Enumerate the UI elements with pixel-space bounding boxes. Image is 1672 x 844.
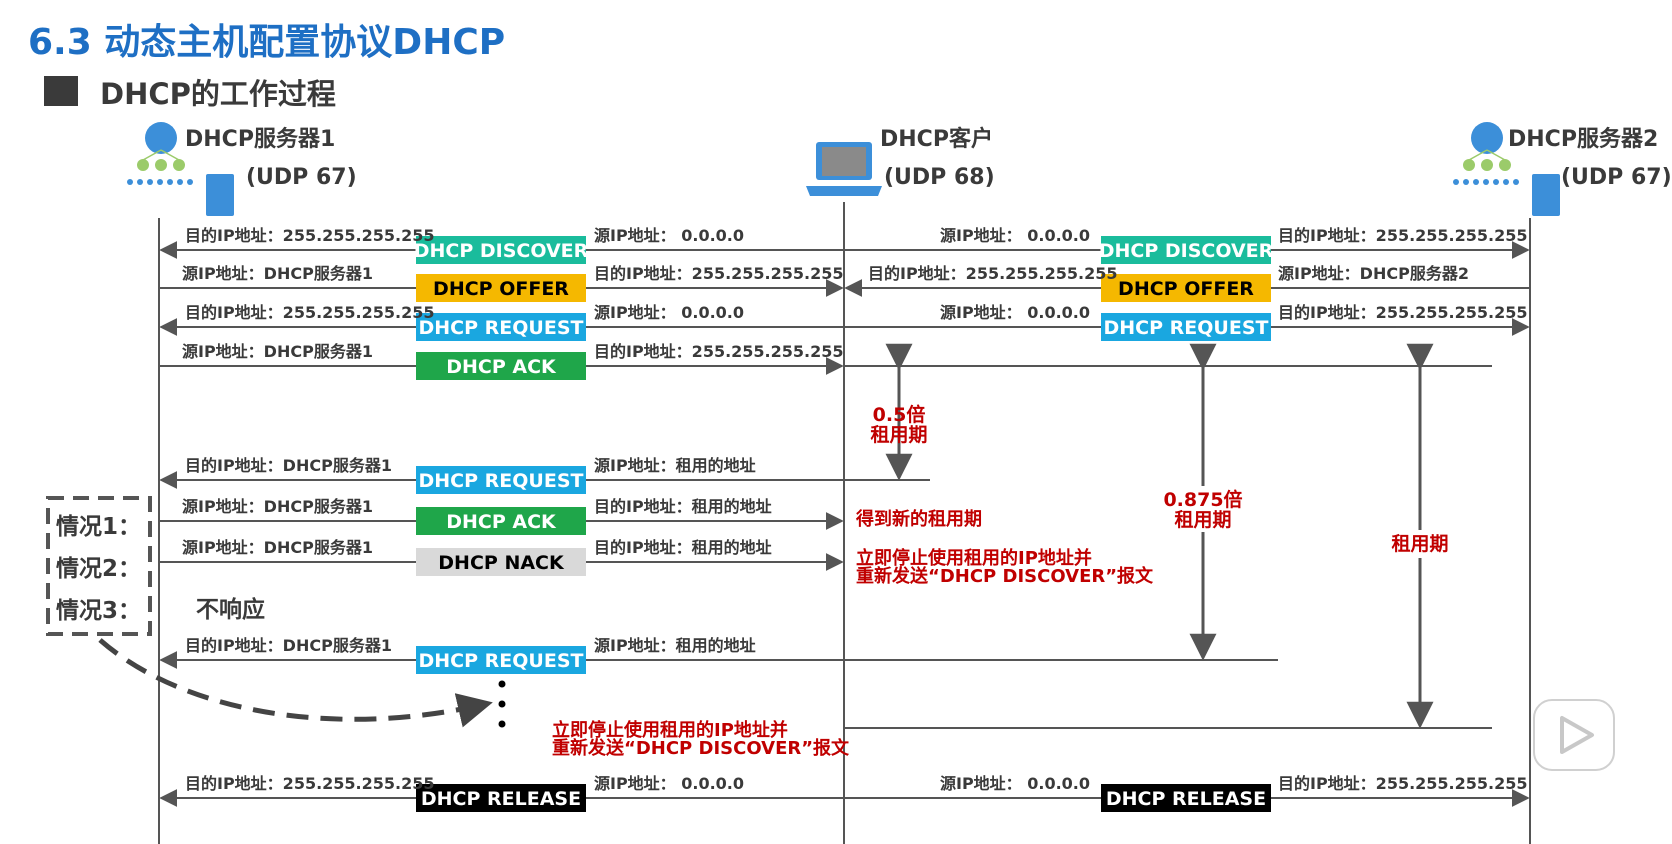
rebind-request-label: DHCP REQUEST (419, 650, 584, 672)
addr-text: 目的IP地址：255.255.255.255 (1278, 226, 1528, 245)
addr-text: 目的IP地址：255.255.255.255 (1278, 774, 1528, 793)
stop-note-1a: 立即停止使用租用的IP地址并 (856, 547, 1092, 569)
renew-request-label: DHCP REQUEST (419, 470, 584, 492)
addr-text: 源IP地址： 0.0.0.0 (594, 774, 744, 793)
addr-text: 目的IP地址：DHCP服务器1 (185, 456, 392, 475)
addr-text: 源IP地址：DHCP服务器1 (182, 497, 373, 516)
addr-text: 目的IP地址：255.255.255.255 (868, 264, 1118, 283)
server1-tower-icon (206, 174, 234, 216)
lease-label-bg (1384, 530, 1456, 558)
addr-text: 目的IP地址：255.255.255.255 (1278, 303, 1528, 322)
addr-text: 目的IP地址：255.255.255.255 (185, 226, 435, 245)
case3-curve-arrow (98, 638, 493, 728)
addr-text: 目的IP地址：租用的地址 (594, 538, 772, 557)
discover-box-right (1101, 236, 1271, 264)
discover-box-left (416, 236, 586, 264)
addr-text: 源IP地址： 0.0.0.0 (940, 226, 1090, 245)
rebind-request-box (416, 646, 586, 674)
addr-text: 目的IP地址：255.255.255.255 (185, 774, 435, 793)
ellipsis-dot (498, 680, 506, 688)
server2-network-icon (1453, 122, 1519, 185)
seven8-label-bg (1160, 486, 1246, 532)
ack-box (416, 352, 586, 380)
request-box-right (1101, 313, 1271, 341)
addr-text: 源IP地址：DHCP服务器1 (182, 538, 373, 557)
request-label-right: DHCP REQUEST (1104, 317, 1269, 339)
server1-network-icon (127, 122, 193, 185)
addr-text: 源IP地址：DHCP服务器1 (182, 342, 373, 361)
case3-label: 情况3： (56, 598, 141, 624)
addr-text: 目的IP地址：255.255.255.255 (594, 264, 844, 283)
cases-box (46, 496, 152, 636)
case2-nack-label: DHCP NACK (438, 552, 565, 574)
case2-nack-box (416, 548, 586, 576)
seven8-lease-unit: 租用期 (1174, 509, 1231, 531)
addr-text: 目的IP地址：255.255.255.255 (185, 303, 435, 322)
new-lease-note: 得到新的租用期 (855, 508, 982, 530)
offer-label-right: DHCP OFFER (1118, 278, 1254, 300)
server2-tower-icon (1532, 174, 1560, 216)
play-overlay-button[interactable] (1533, 699, 1615, 771)
play-icon (1560, 716, 1594, 754)
stop-note-1b: 重新发送“DHCP DISCOVER”报文 (856, 565, 1154, 587)
stop-note-2b: 重新发送“DHCP DISCOVER”报文 (552, 737, 850, 759)
stop-note-2a: 立即停止使用租用的IP地址并 (552, 719, 788, 741)
addr-text: 源IP地址：租用的地址 (594, 456, 756, 475)
server1-port: (UDP 67) (246, 165, 357, 190)
offer-label-left: DHCP OFFER (433, 278, 569, 300)
renew-request-box (416, 466, 586, 494)
release-label-left: DHCP RELEASE (421, 788, 581, 810)
addr-text: 源IP地址： 0.0.0.0 (594, 303, 744, 322)
client-port: (UDP 68) (884, 165, 995, 190)
case1-label: 情况1： (56, 514, 141, 540)
no-response-label: 不响应 (196, 596, 265, 623)
page-subtitle: DHCP的工作过程 (100, 77, 336, 111)
case1-ack-label: DHCP ACK (446, 511, 557, 533)
release-box-left (416, 784, 586, 812)
offer-box-right (1101, 274, 1271, 302)
half-lease-label: 0.5倍 (873, 403, 926, 426)
ellipsis-dot (498, 700, 506, 708)
case2-label: 情况2： (56, 556, 141, 582)
server1-name: DHCP服务器1 (185, 127, 335, 152)
ellipsis-dot (498, 720, 506, 728)
release-box-right (1101, 784, 1271, 812)
release-label-right: DHCP RELEASE (1106, 788, 1266, 810)
client-name: DHCP客户 (880, 126, 993, 152)
offer-box-left (416, 274, 586, 302)
discover-label-left: DHCP DISCOVER (414, 240, 589, 262)
server2-name: DHCP服务器2 (1508, 127, 1658, 152)
subtitle-bullet (44, 76, 78, 106)
half-lease-unit: 租用期 (870, 424, 927, 446)
addr-text: 源IP地址：租用的地址 (594, 636, 756, 655)
addr-text: 目的IP地址：租用的地址 (594, 497, 772, 516)
addr-text: 目的IP地址：255.255.255.255 (594, 342, 844, 361)
seven8-lease-label: 0.875倍 (1163, 488, 1242, 511)
request-label-left: DHCP REQUEST (419, 317, 584, 339)
addr-text: 源IP地址： 0.0.0.0 (594, 226, 744, 245)
request-box-left (416, 313, 586, 341)
addr-text: 源IP地址： 0.0.0.0 (940, 303, 1090, 322)
page-title: 6.3 动态主机配置协议DHCP (28, 22, 505, 63)
server2-port: (UDP 67) (1561, 165, 1672, 190)
full-lease-label: 租用期 (1391, 533, 1448, 555)
addr-text: 目的IP地址：DHCP服务器1 (185, 636, 392, 655)
addr-text: 源IP地址：DHCP服务器1 (182, 264, 373, 283)
ack-label: DHCP ACK (446, 356, 557, 378)
addr-text: 源IP地址：DHCP服务器2 (1278, 264, 1469, 283)
discover-label-right: DHCP DISCOVER (1099, 240, 1274, 262)
laptop-icon (806, 142, 882, 196)
case1-ack-box (416, 507, 586, 535)
addr-text: 源IP地址： 0.0.0.0 (940, 774, 1090, 793)
